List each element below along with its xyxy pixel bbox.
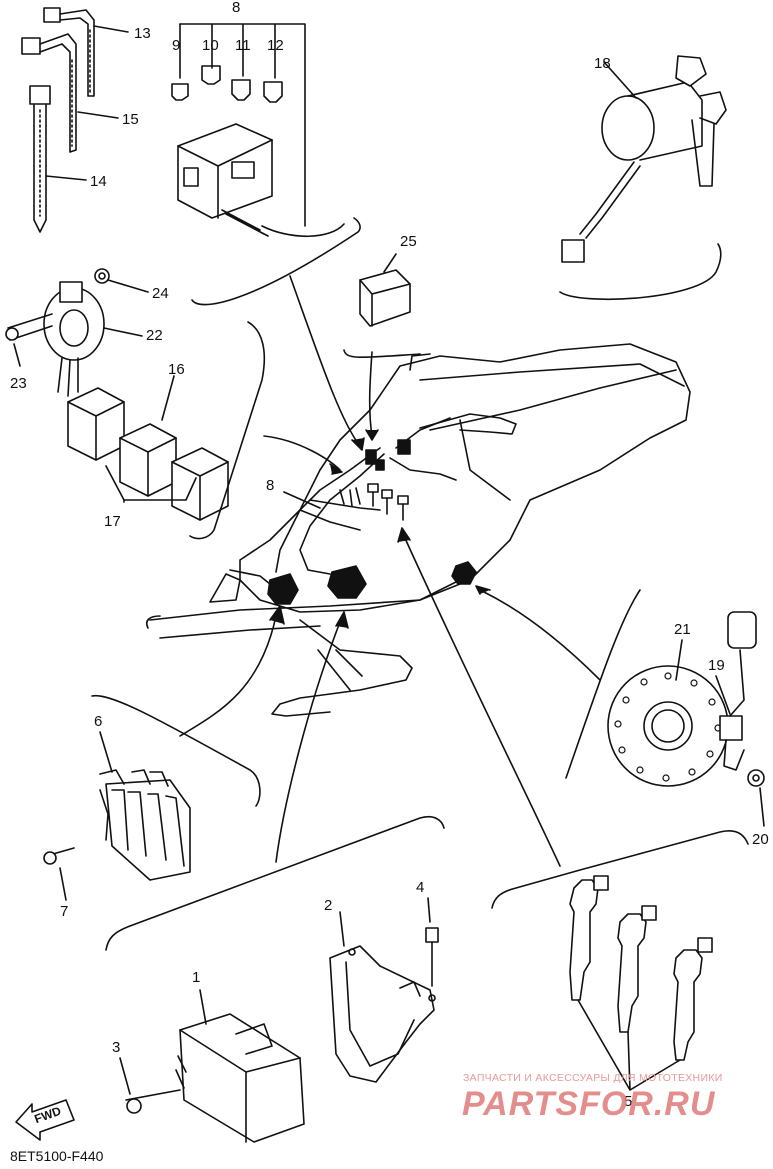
callout-17: 17 [104, 513, 121, 530]
callout-18: 18 [594, 55, 611, 72]
callout-14: 14 [90, 173, 107, 190]
callout-10: 10 [202, 37, 219, 54]
callout-1: 1 [192, 969, 201, 986]
watermark-tagline: ЗАПЧАСТИ И АКСЕССУАРЫ ДЛЯ МОТОТЕХНИКИ [463, 1072, 723, 1084]
callout-4: 4 [416, 879, 425, 896]
callout-6: 6 [94, 713, 103, 730]
callout-2: 2 [324, 897, 333, 914]
cable-tie-13 [43, 7, 95, 97]
callout-9: 9 [172, 37, 181, 54]
callout-20: 20 [752, 831, 769, 848]
ignition-coils [569, 875, 713, 1091]
callout-7: 7 [60, 903, 69, 920]
buzzer-assembly [5, 268, 149, 397]
chassis [145, 275, 691, 717]
cdi-bracket [329, 897, 439, 1083]
callout-5: 5 [624, 1093, 633, 1110]
cable-tie-15 [21, 33, 77, 153]
relay-unit [359, 253, 411, 327]
callout-22: 22 [146, 327, 163, 344]
callout-21: 21 [674, 621, 691, 638]
callout-16: 16 [168, 361, 185, 378]
fwd-arrow-shape [15, 1099, 75, 1141]
callout-8-mid: 8 [266, 477, 275, 494]
regulator [43, 731, 191, 901]
pickup-coil-group [607, 611, 765, 827]
cdi-unit [119, 989, 305, 1143]
ignition-switch [561, 55, 727, 263]
relays-group [67, 375, 229, 521]
callout-19: 19 [708, 657, 725, 674]
callout-3: 3 [112, 1039, 121, 1056]
callout-24: 24 [152, 285, 169, 302]
cable-tie-14 [29, 85, 51, 233]
callout-25: 25 [400, 233, 417, 250]
callout-12: 12 [267, 37, 284, 54]
callout-23: 23 [10, 375, 27, 392]
diagram-code: 8ET5100-F440 [10, 1148, 104, 1164]
watermark-logo: PARTSFOR.RU [462, 1085, 716, 1123]
callout-13: 13 [134, 25, 151, 42]
callout-8-top: 8 [232, 0, 241, 16]
fuse-box [171, 23, 345, 238]
callout-11: 11 [235, 37, 251, 54]
callout-15: 15 [122, 111, 139, 128]
